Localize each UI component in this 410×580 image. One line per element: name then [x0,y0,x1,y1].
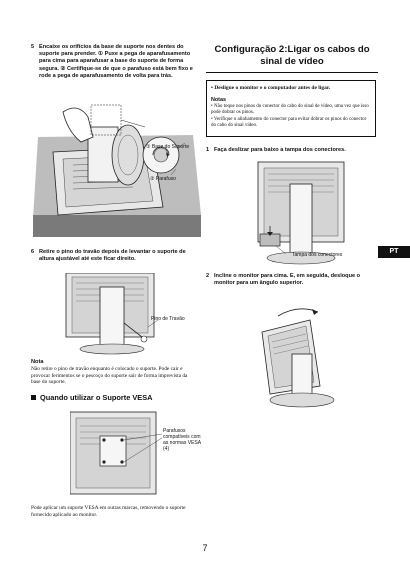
step-5-text: Encaixe os orifícios da base de suporte … [39,44,193,79]
page-number: 7 [202,543,208,553]
step-2-text: Incline o monitor para cima. E, em segui… [214,273,361,287]
warning-box: • Desligue o monitor e o computador ante… [206,80,376,137]
bullet-dot-icon: • [211,117,214,122]
tilt-monitor-illustration [261,308,335,408]
square-bullet-icon [31,395,36,400]
callout-vesa-screws: Parafusos compatíveis com as normas VESA… [163,428,201,452]
notes-item-1: • Não toque nos pinos do conector do cab… [211,104,369,115]
step-5-number: 5 [31,44,35,50]
bullet-dot-icon: • [211,85,215,91]
figure-stand-base [33,97,203,237]
callout-connector-cover: Tampa dos conectores [292,252,343,258]
step-2: 2 Incline o monitor para cima. E, em seg… [206,273,376,297]
step-6-text: Retire o pino do travão depois de levant… [39,249,186,263]
step-6-number: 6 [31,249,35,255]
step-2-number: 2 [206,273,210,279]
callout-screw: ② Parafuso [150,176,176,182]
step-5: 5 Encaixe os orifícios da base de suport… [31,44,197,94]
step-6: 6 Retire o pino do travão depois de leva… [31,249,197,271]
stand-base-illustration [33,104,201,237]
step-1-number: 1 [206,147,210,153]
figure-connector-cover [248,160,358,266]
step-1: 1 Faça deslizar para baixo a tampa dos c… [206,147,376,156]
section-title-line-1: Configuração 2:Ligar os cabos do [214,44,370,55]
figure-lock-pin [58,273,198,355]
connector-cover-illustration [257,161,345,265]
callout-stand-base: ① Base do Suporte [146,144,190,150]
note-text: Não retire o pino de travão enquanto é c… [31,366,188,386]
warning-bullet-text: Desligue o monitor e o computador antes … [214,85,331,91]
note-title: Nota [31,359,44,365]
figure-vesa [70,408,210,498]
notes-item-2: • Verifique o alinhamento do conector pa… [211,117,367,128]
notes-title: Notas [211,97,226,103]
warning-bullet: • Desligue o monitor e o computador ante… [211,85,371,91]
step-1-text: Faça deslizar para baixo a tampa dos con… [214,147,346,153]
lock-pin-illustration [65,273,159,355]
vesa-heading-text: Quando utilizar o Suporte VESA [40,393,153,402]
figure-tilt-monitor [248,302,358,412]
vesa-illustration [70,411,163,495]
section-title-line-2: sinal de vídeo [260,56,324,67]
bullet-dot-icon: • [211,104,215,109]
callout-lock-pin: Pino de Travão [151,316,185,322]
language-tab-pt: PT [378,246,410,258]
title-rule [206,72,378,73]
section-title: Configuração 2:Ligar os cabos do sinal d… [206,44,378,68]
vesa-heading: Quando utilizar o Suporte VESA [31,393,201,402]
vesa-text: Pode aplicar um suporte VESA em outras m… [31,505,186,518]
